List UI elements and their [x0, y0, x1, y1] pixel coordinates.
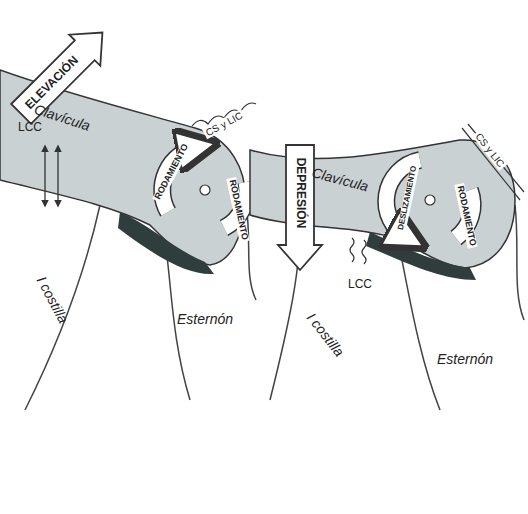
bone-name: I costilla [303, 310, 346, 359]
ligament-name: LCC [18, 121, 42, 134]
left-figure [0, 17, 256, 410]
bone-name: I costilla [33, 274, 70, 326]
bone-name: Esternón [437, 352, 493, 367]
bone-name: Esternón [177, 312, 233, 327]
ligament-name: LCC [348, 278, 372, 291]
right-figure [250, 124, 524, 410]
motion-arrow-label: DEPRESIÓN [293, 156, 306, 231]
